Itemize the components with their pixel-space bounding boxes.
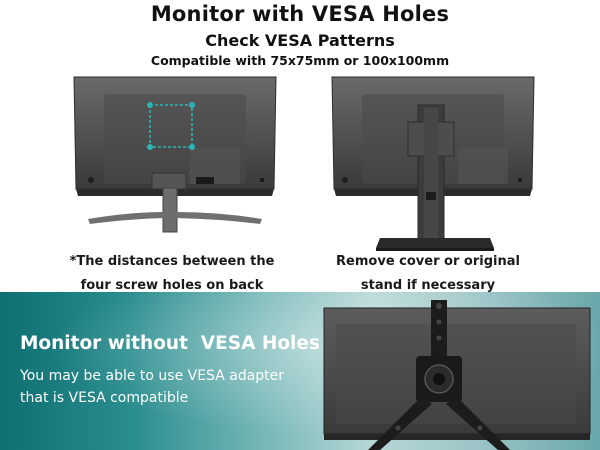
- no-vesa-line2: that is VESA compatible: [20, 390, 189, 406]
- no-vesa-description: You may be able to use VESA adapter that…: [20, 365, 320, 409]
- monitor-back-stand-image: [331, 76, 535, 251]
- left-caption-line1: *The distances between the: [69, 254, 275, 269]
- right-caption-line1: Remove cover or original: [336, 254, 520, 269]
- page-subtitle: Check VESA Patterns: [205, 31, 395, 50]
- no-vesa-title: Monitor without VESA Holes: [20, 333, 320, 354]
- left-caption-line2: four screw holes on back: [80, 278, 264, 293]
- no-vesa-line1: You may be able to use VESA adapter: [20, 368, 285, 384]
- right-caption-line2: stand if necessary: [360, 278, 496, 293]
- monitor-back-vesa-image: [73, 76, 277, 233]
- left-monitor-caption: *The distances between the four screw ho…: [62, 250, 282, 298]
- compatibility-note: Compatible with 75x75mm or 100x100mm: [150, 53, 450, 68]
- monitor-adapter-image: [323, 300, 591, 450]
- page-title: Monitor with VESA Holes: [150, 2, 450, 26]
- right-monitor-caption: Remove cover or original stand if necess…: [318, 250, 538, 298]
